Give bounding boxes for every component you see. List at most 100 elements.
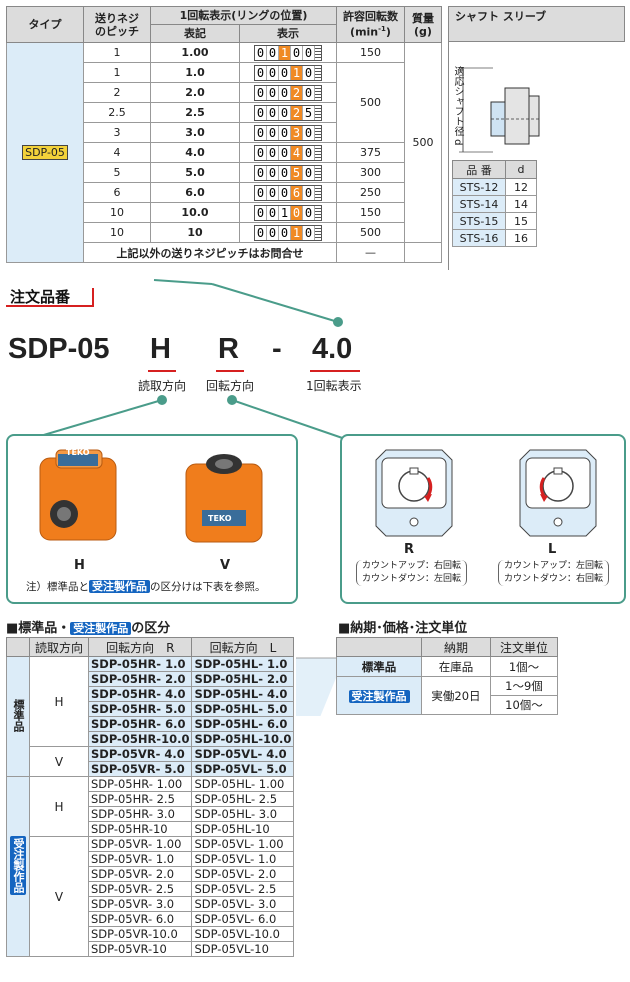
cls-r: SDP-05VR- 4.0 — [87, 746, 193, 762]
sleeve-panel: シャフト スリーブ 適応シャフト径 d — [448, 6, 625, 270]
counter-digit: 0 — [279, 225, 291, 240]
counter-digit: 0 — [267, 145, 279, 160]
counter-digit: 0 — [255, 85, 267, 100]
label-v: V — [220, 558, 231, 573]
counter-digit: 2 — [291, 85, 303, 100]
label-read-direction: 読取方向 — [138, 379, 187, 393]
counter-digit: 0 — [255, 65, 267, 80]
spec-notation: 6.0 — [150, 182, 240, 203]
counter-digit: 0 — [255, 165, 267, 180]
spec-pitch: 5 — [83, 162, 151, 183]
dlv-std-unit: 1個〜 — [490, 656, 558, 677]
th-display: 表示 — [239, 24, 337, 43]
sleeve-pn: STS-16 — [452, 229, 506, 247]
counter-digit: 3 — [291, 125, 303, 140]
dlv-std-label: 標準品 — [336, 656, 422, 677]
counter-digit: 0 — [279, 165, 291, 180]
spec-pitch: 6 — [83, 182, 151, 203]
counter-digit: 0 — [267, 65, 279, 80]
counter-digit: 0 — [303, 45, 315, 60]
counter-ticks — [315, 185, 321, 200]
rotation-direction-panel: R L カウントアップ：右回転カウントダウン：左回転 カウントアップ：左回転カウ… — [340, 434, 626, 604]
cls-th-corner — [6, 637, 30, 657]
counter-h-image — [39, 449, 117, 541]
counter-digit: 0 — [255, 105, 267, 120]
spec-pitch: 10 — [83, 202, 151, 223]
spec-rpm: 250 — [336, 182, 405, 203]
cls-l: SDP-05HL- 6.0 — [191, 716, 295, 732]
delivery-title: ■納期･価格･注文単位 — [338, 621, 468, 636]
cls-l: SDP-05VL- 4.0 — [191, 746, 295, 762]
counter-ticks — [315, 205, 321, 220]
counter-digit: 0 — [303, 225, 315, 240]
spec-pitch: 10 — [83, 222, 151, 243]
spec-notation: 1.0 — [150, 62, 240, 83]
counter-digit: 1 — [291, 65, 303, 80]
cls-l: SDP-05VL- 2.0 — [191, 866, 295, 882]
spec-rpm: 500 — [336, 222, 405, 243]
cls-l: SDP-05HL- 2.5 — [191, 791, 295, 807]
counter-digit: 0 — [303, 85, 315, 100]
counter-digit: 1 — [279, 45, 291, 60]
spec-rpm: 150 — [336, 42, 405, 63]
code-h: H — [150, 333, 171, 365]
sleeve-d: 12 — [505, 178, 537, 196]
label-h: H — [74, 558, 85, 573]
counter-digit: 0 — [255, 205, 267, 220]
label-rotation-direction: 回転方向 — [206, 379, 255, 393]
cls-l: SDP-05HL-10 — [191, 821, 295, 837]
l-legend: カウントアップ：左回転カウントダウン：右回転 — [498, 560, 610, 586]
dlv-mto-delivery: 実働20日 — [421, 676, 491, 715]
cls-group: V — [29, 746, 89, 777]
cls-r: SDP-05VR- 5.0 — [87, 761, 193, 777]
cls-r: SDP-05VR- 3.0 — [87, 896, 193, 912]
cls-r: SDP-05VR- 1.00 — [87, 836, 193, 852]
cls-r: SDP-05HR- 1.00 — [87, 776, 193, 792]
spec-pitch: 1 — [83, 42, 151, 63]
spec-pitch: 4 — [83, 142, 151, 163]
dlv-mto-unit2: 10個〜 — [490, 695, 558, 715]
r-legend: カウントアップ：右回転カウントダウン：左回転 — [356, 560, 468, 586]
counter-digit: 6 — [291, 185, 303, 200]
counter-digit: 0 — [279, 125, 291, 140]
dlv-mto-unit1: 1〜9個 — [490, 676, 558, 696]
sleeve-pn: STS-14 — [452, 195, 506, 213]
cls-group: H — [29, 656, 89, 747]
spec-notation: 4.0 — [150, 142, 240, 163]
counter-ticks — [315, 125, 321, 140]
spec-rpm: 500 — [336, 62, 405, 143]
spec-inquiry: 上記以外の送りネジピッチはお問合せ — [83, 242, 337, 263]
dlv-th-corner — [336, 637, 422, 657]
code-main: SDP-05 — [8, 333, 110, 365]
code-num: 4.0 — [312, 333, 353, 365]
counter-digit: 5 — [303, 105, 315, 120]
sleeve-header: シャフト スリーブ — [449, 6, 625, 42]
counter-digit: 0 — [255, 145, 267, 160]
sleeve-diagram-label: 適応シャフト径 d — [452, 66, 463, 146]
cls-r: SDP-05VR- 1.0 — [87, 851, 193, 867]
th-weight: 質量(g) — [404, 6, 442, 43]
spec-notation: 1.00 — [150, 42, 240, 63]
cls-r: SDP-05HR- 2.5 — [87, 791, 193, 807]
cls-l: SDP-05VL- 1.00 — [191, 836, 295, 852]
